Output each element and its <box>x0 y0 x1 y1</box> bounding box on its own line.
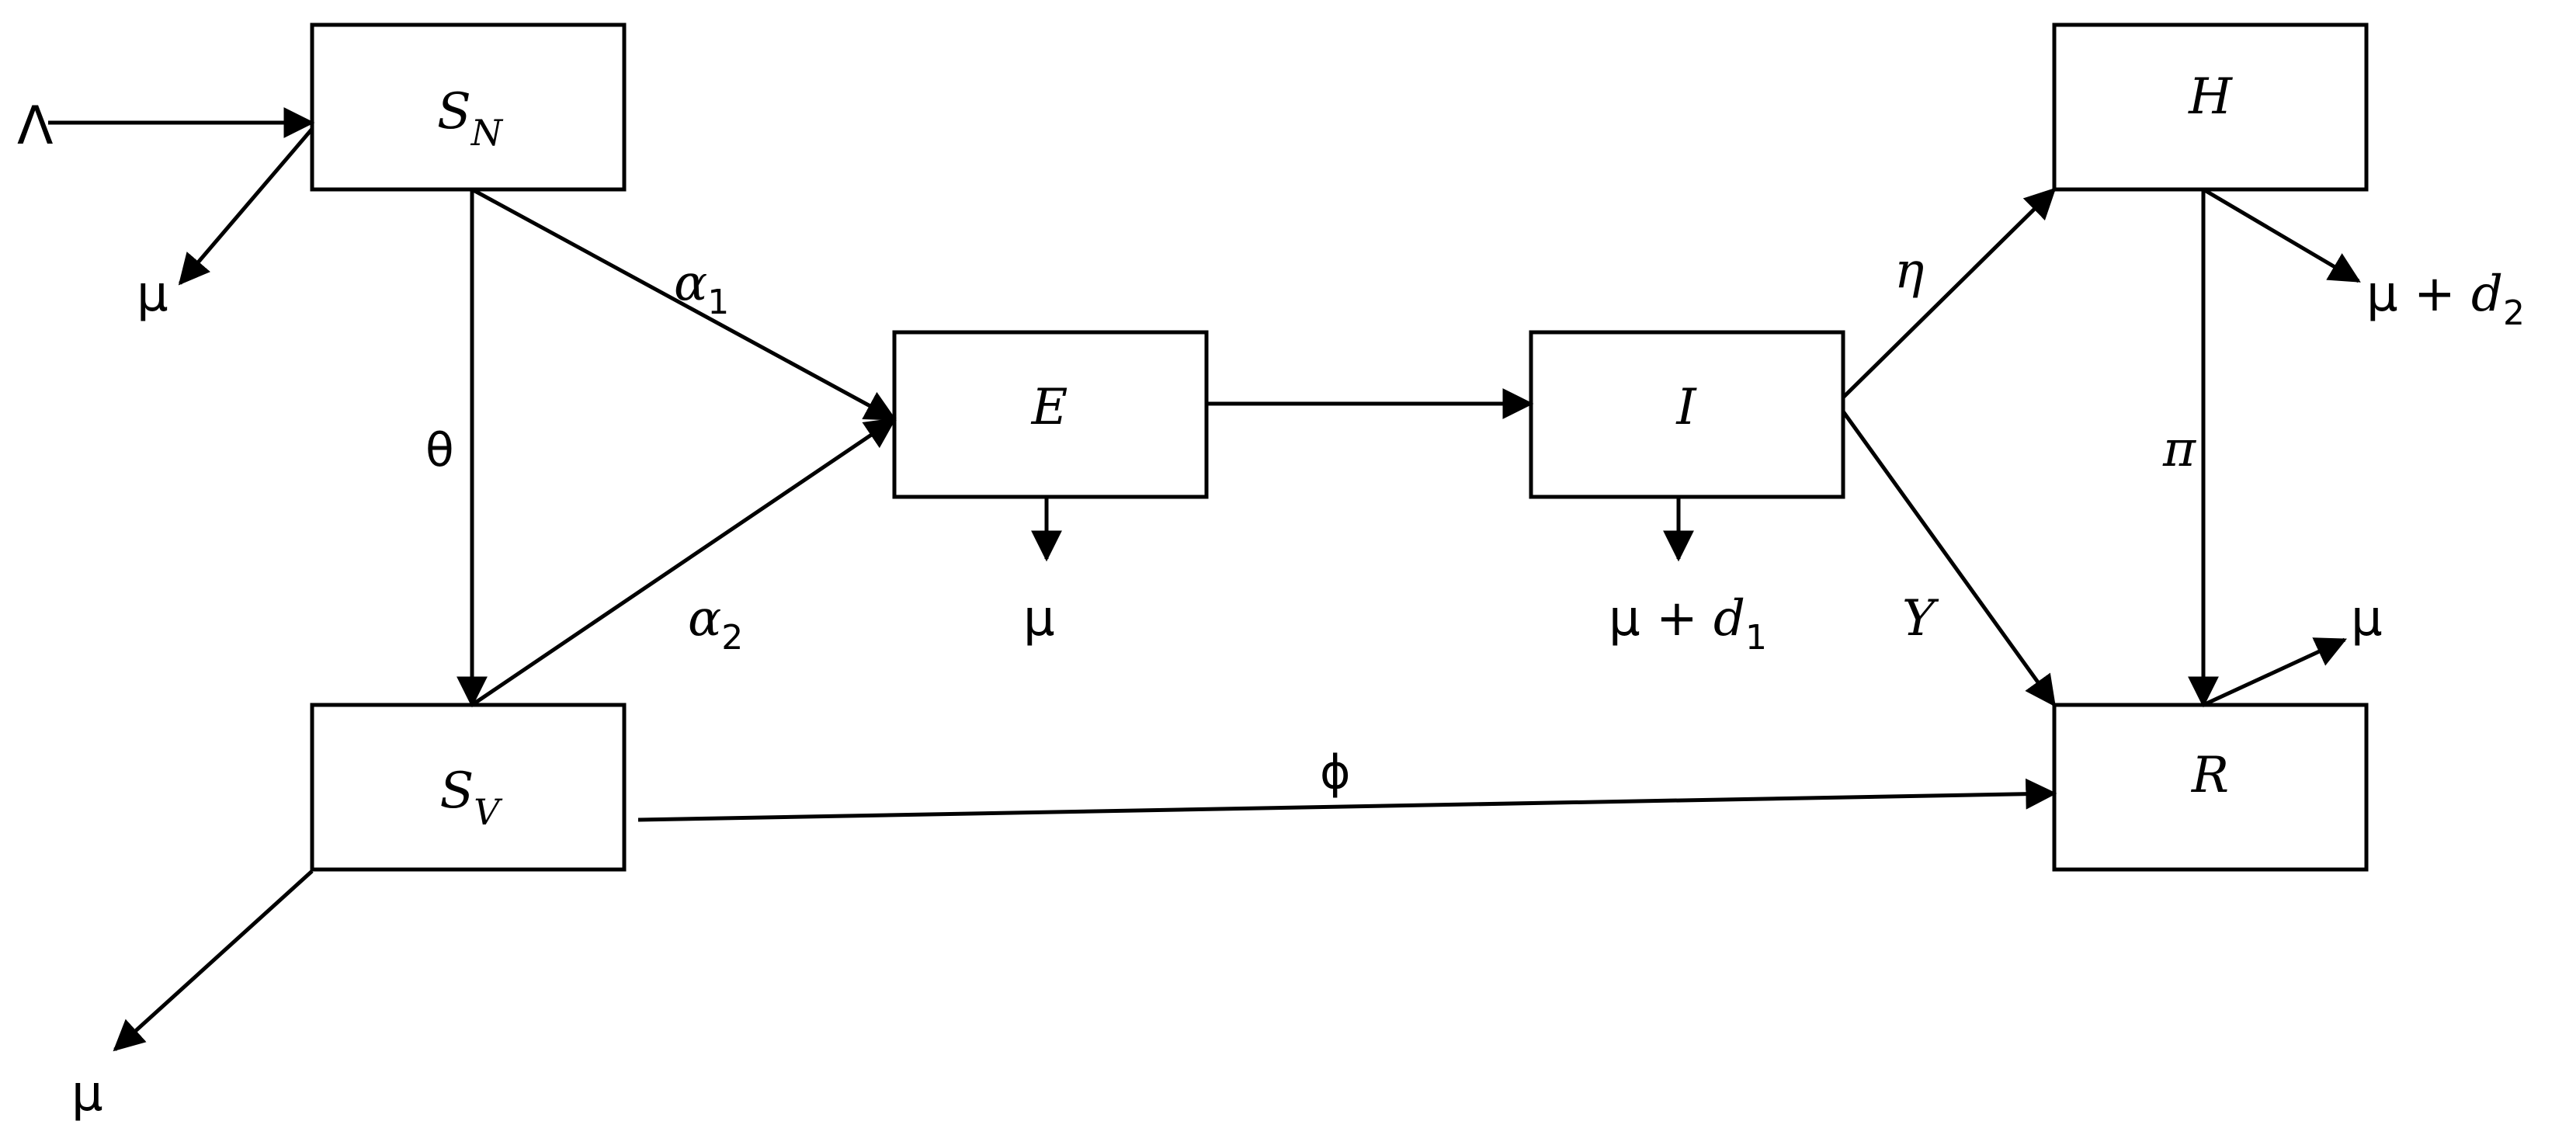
label-mu-sn: μ <box>137 266 168 323</box>
label-i: I <box>1675 379 1697 436</box>
arrow-i-to-h <box>1842 187 2057 399</box>
box-sv <box>310 703 627 872</box>
label-eta: η <box>1894 242 1924 300</box>
box-e <box>892 330 1209 499</box>
label-sv: SV <box>439 762 503 833</box>
label-alpha1: α1 <box>674 255 729 322</box>
label-alpha2: α2 <box>688 590 743 658</box>
label-mu-e: μ <box>1023 590 1055 647</box>
label-mu-d2: μ + d2 <box>2366 266 2525 333</box>
label-pi: π <box>2162 421 2196 478</box>
arrow-sv-mu <box>113 869 314 1052</box>
label-gamma: Υ <box>1902 590 1939 647</box>
label-r: R <box>2191 747 2229 804</box>
label-mu-r: μ <box>2351 590 2383 647</box>
label-theta: θ <box>425 423 454 477</box>
arrow-sn-mu <box>178 127 314 286</box>
label-sn: SN <box>437 83 504 154</box>
arrow-h-mu-d2 <box>2202 187 2361 283</box>
label-h: H <box>2188 68 2233 126</box>
label-mu-d1: μ + d1 <box>1609 590 1767 658</box>
arrow-sv-to-e <box>470 417 897 707</box>
arrow-sn-to-e <box>470 187 897 422</box>
label-lambda: Λ <box>17 95 54 157</box>
arrow-sv-to-r <box>637 778 2057 822</box>
arrow-i-to-r <box>1841 410 2057 707</box>
box-h <box>2052 23 2369 192</box>
box-sn <box>310 23 627 192</box>
label-mu-sv: μ <box>71 1065 103 1123</box>
label-phi: ϕ <box>1320 745 1351 800</box>
label-e: E <box>1031 379 1068 436</box>
arrow-r-mu <box>2202 637 2348 707</box>
